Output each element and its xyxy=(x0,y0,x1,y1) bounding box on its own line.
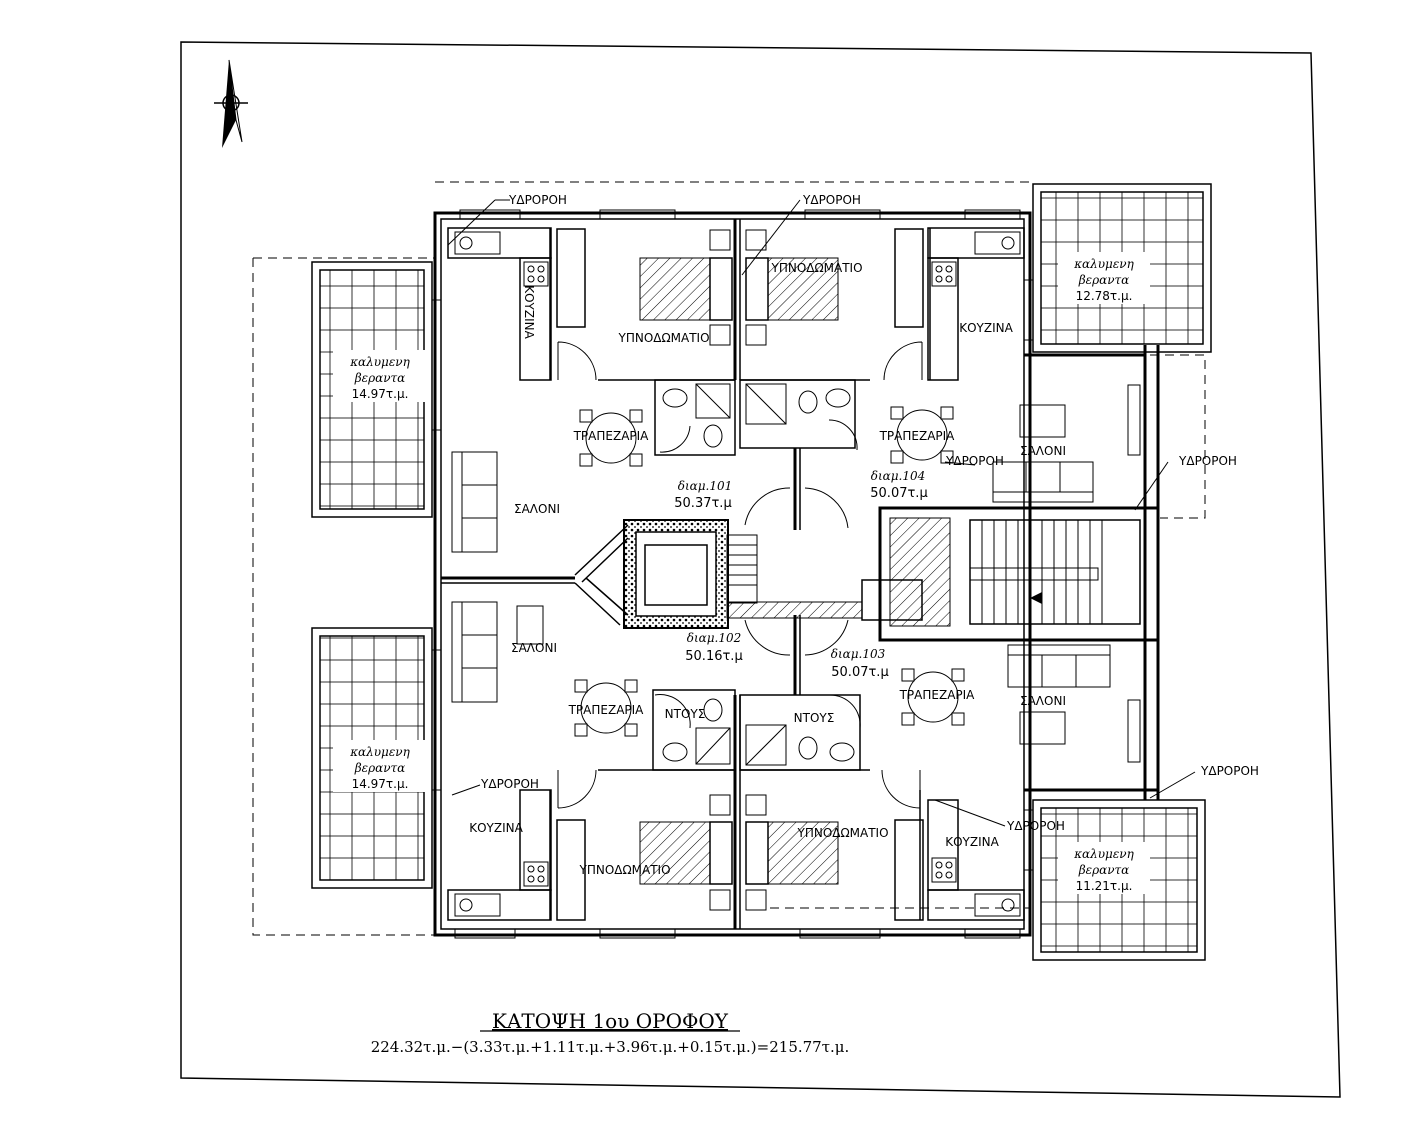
shower-label-102: ΝΤΟΥΣ xyxy=(665,707,706,721)
veranda-1-area: 14.97τ.μ. xyxy=(352,387,409,401)
living-label-102: ΣΑΛΟΝΙ xyxy=(511,641,557,655)
veranda-4-area: 11.21τ.μ. xyxy=(1076,879,1133,893)
drainpipe-label-5: ΥΔΡΟΡΟΗ xyxy=(480,777,539,791)
drainpipe-label-6: ΥΔΡΟΡΟΗ xyxy=(1006,819,1065,833)
bedroom-label-102: ΥΠΝΟΔΩΜΑΤΙΟ xyxy=(578,863,670,877)
stair-icon xyxy=(726,506,1160,642)
apartment-104-area: 50.07τ.μ xyxy=(870,486,927,501)
apartment-104-name: διαμ.104 xyxy=(871,469,926,483)
dining-label-102: ΤΡΑΠΕΖΑΡΙΑ xyxy=(568,703,645,717)
veranda-3-area: 12.78τ.μ. xyxy=(1076,289,1133,303)
apartment-103-name: διαμ.103 xyxy=(831,647,886,661)
shower-label-103: ΝΤΟΥΣ xyxy=(794,711,835,725)
living-label-104: ΣΑΛΟΝΙ xyxy=(1020,444,1066,458)
sink-icon xyxy=(454,231,1021,917)
kitchen-label-102: ΚΟΥΖΙΝΑ xyxy=(469,821,523,835)
bed-icon xyxy=(639,229,839,911)
area-formula: 224.32τ.μ.−(3.33τ.μ.+1.11τ.μ.+3.96τ.μ.+0… xyxy=(371,1038,850,1056)
sheet-border xyxy=(180,41,1341,1098)
corridor-walls xyxy=(574,524,629,626)
table-icon xyxy=(574,406,965,737)
veranda-1-line1: καλυμενη xyxy=(349,355,410,369)
kitchen-label-104: ΚΟΥΖΙΝΑ xyxy=(959,321,1013,335)
drainpipe-label-1: ΥΔΡΟΡΟΗ xyxy=(508,193,567,207)
apartment-103-area: 50.07τ.μ xyxy=(831,665,888,680)
veranda-2-line2: βεραντα xyxy=(354,761,406,775)
veranda-2-line1: καλυμενη xyxy=(349,745,410,759)
veranda-3-line2: βεραντα xyxy=(1078,273,1130,287)
dining-label-103: ΤΡΑΠΕΖΑΡΙΑ xyxy=(899,688,976,702)
veranda-4-line1: καλυμενη xyxy=(1073,847,1134,861)
apartment-102-name: διαμ.102 xyxy=(687,631,742,645)
bedroom-label-103: ΥΠΝΟΔΩΜΑΤΙΟ xyxy=(796,826,888,840)
dining-label-101: ΤΡΑΠΕΖΑΡΙΑ xyxy=(573,429,650,443)
dining-label-104: ΤΡΑΠΕΖΑΡΙΑ xyxy=(879,429,956,443)
veranda-4-line2: βεραντα xyxy=(1078,863,1130,877)
sofa-icon xyxy=(451,384,1141,763)
stove-icon xyxy=(523,261,957,887)
kitchen-label-101: ΚΟΥΖΙΝΑ xyxy=(522,285,536,339)
living-label-103: ΣΑΛΟΝΙ xyxy=(1020,694,1066,708)
elevator-icon xyxy=(623,519,729,629)
drainpipe-label-3: ΥΔΡΟΡΟΗ xyxy=(945,454,1004,468)
drainpipe-label-4: ΥΔΡΟΡΟΗ xyxy=(1178,454,1237,468)
toilet-icon xyxy=(662,388,855,762)
veranda-1-line2: βεραντα xyxy=(354,371,406,385)
apartment-102-area: 50.16τ.μ xyxy=(685,649,742,664)
apartment-101-area: 50.37τ.μ xyxy=(674,496,731,511)
living-label-101: ΣΑΛΟΝΙ xyxy=(514,502,560,516)
kitchen-counters xyxy=(447,227,1025,921)
bedroom-label-104: ΥΠΝΟΔΩΜΑΤΙΟ xyxy=(770,261,862,275)
drawing-title: ΚΑΤΟΨΗ 1ου ΟΡΟΦΟΥ xyxy=(492,1009,729,1033)
doors xyxy=(557,341,923,809)
apartment-101-name: διαμ.101 xyxy=(678,479,733,493)
drainpipe-label-7: ΥΔΡΟΡΟΗ xyxy=(1200,764,1259,778)
wardrobes xyxy=(556,228,924,921)
veranda-2-area: 14.97τ.μ. xyxy=(352,777,409,791)
drainpipe-leaders xyxy=(447,199,1196,827)
slab-outline xyxy=(252,181,1206,936)
bedroom-label-101: ΥΠΝΟΔΩΜΑΤΙΟ xyxy=(617,331,709,345)
shower-icon xyxy=(695,383,787,766)
veranda-3-line1: καλυμενη xyxy=(1073,257,1134,271)
north-arrow-icon xyxy=(214,59,248,148)
drainpipe-label-2: ΥΔΡΟΡΟΗ xyxy=(802,193,861,207)
kitchen-label-103: ΚΟΥΖΙΝΑ xyxy=(945,835,999,849)
